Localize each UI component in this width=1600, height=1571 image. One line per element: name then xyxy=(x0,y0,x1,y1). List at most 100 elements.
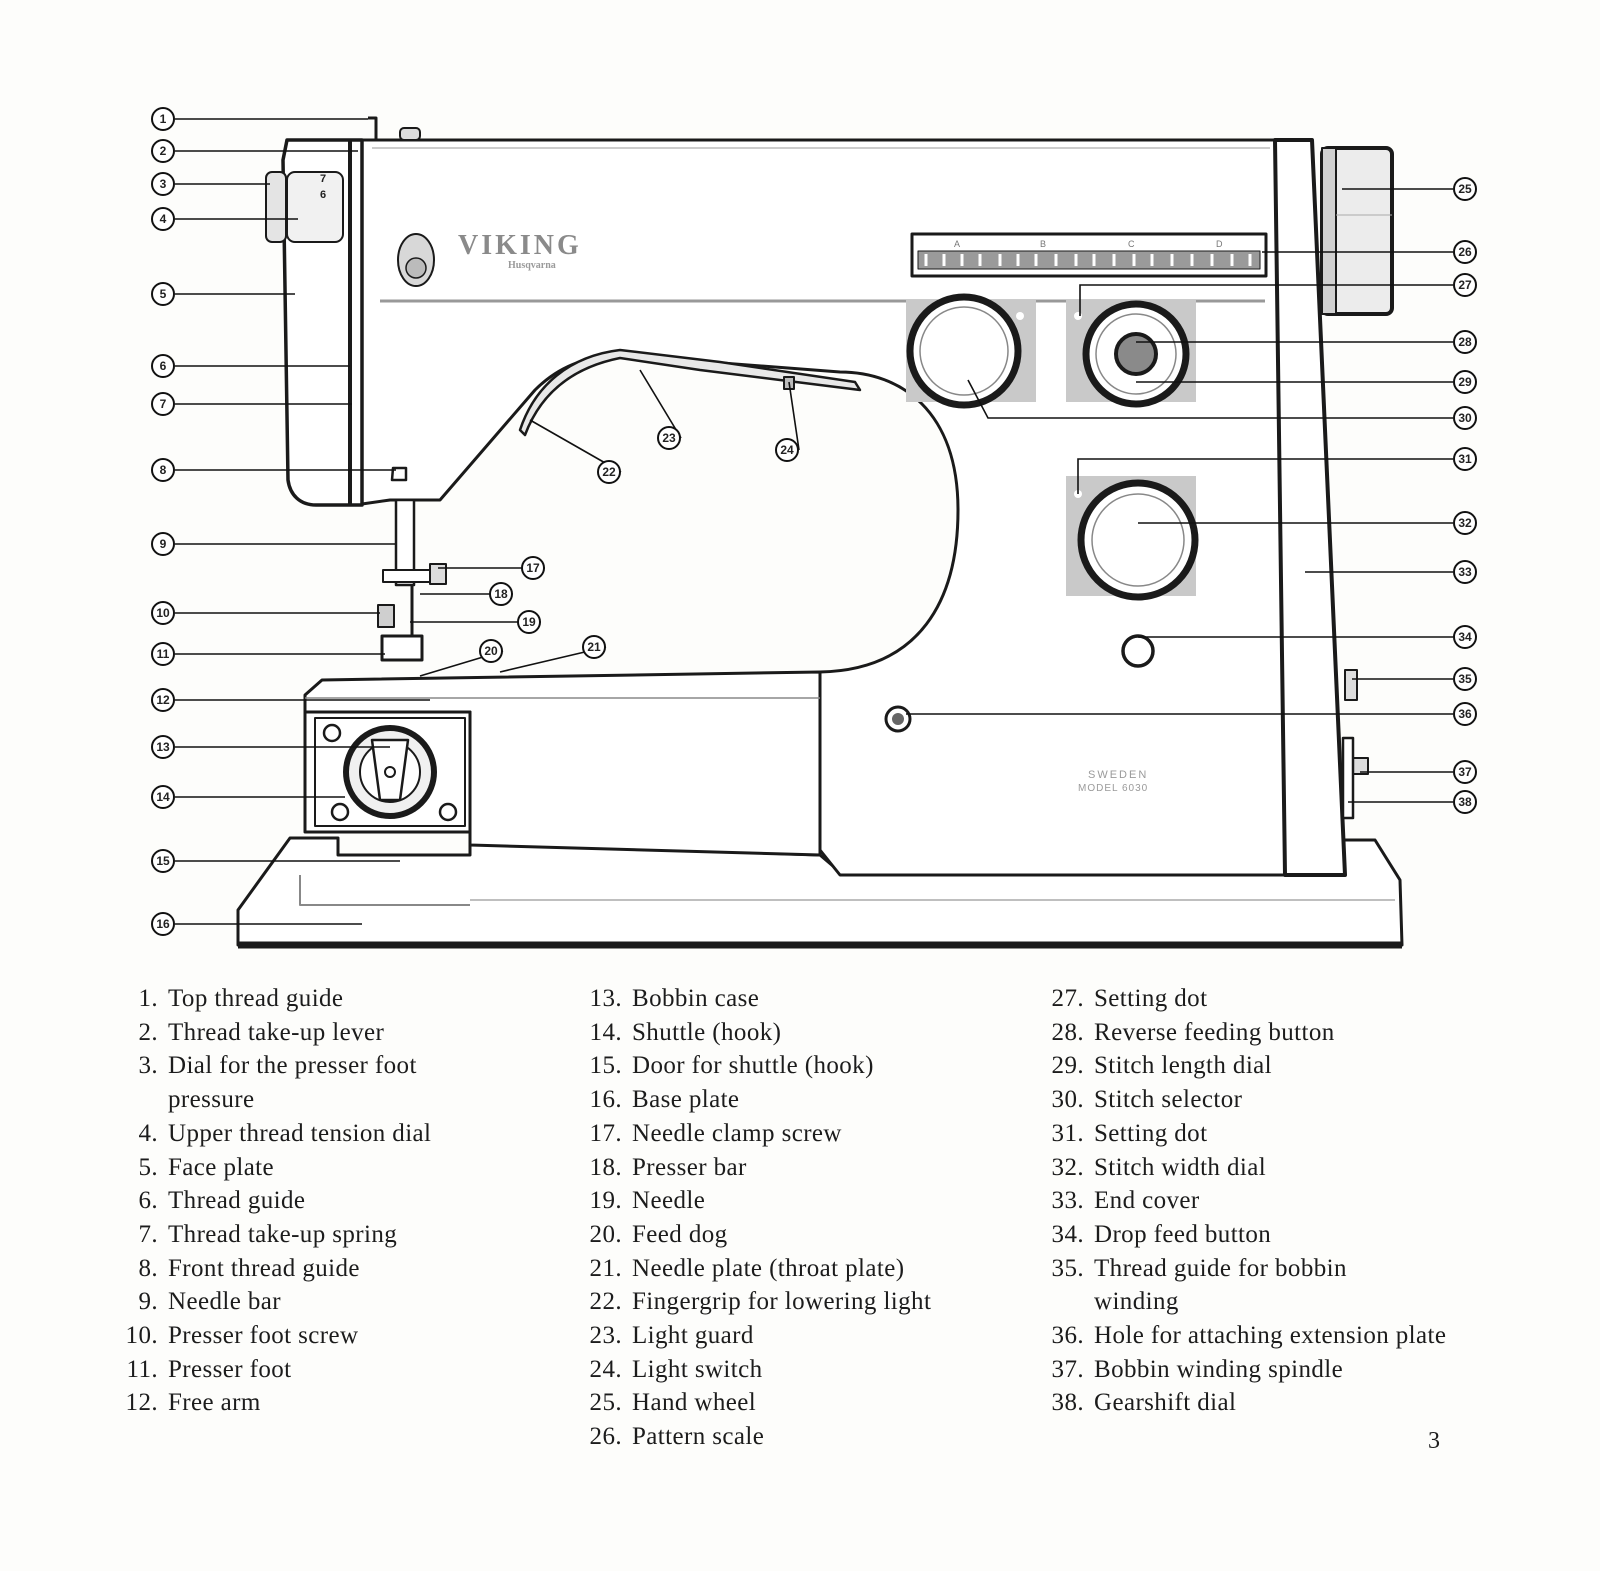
callout-number: 16 xyxy=(156,917,170,931)
legend-item: 36. Hole for attaching extension plate xyxy=(1032,1319,1502,1353)
callout-number: 13 xyxy=(156,740,170,754)
callout-circle xyxy=(582,635,606,659)
callout-23: 23 xyxy=(639,369,682,450)
legend-number: 18. xyxy=(589,1153,622,1181)
callout-24: 24 xyxy=(775,381,800,462)
legend-number: 30. xyxy=(1051,1086,1084,1114)
callout-4: 4 xyxy=(151,207,298,231)
legend-item: 19.Needle xyxy=(570,1184,990,1218)
callout-leader-line xyxy=(788,381,800,451)
callout-6: 6 xyxy=(151,354,350,378)
callout-27: 27 xyxy=(1079,273,1477,316)
legend-item: 8.Front thread guide xyxy=(106,1252,526,1286)
legend-label: Light guard xyxy=(632,1322,754,1350)
callout-number: 38 xyxy=(1458,795,1472,809)
callout-number: 34 xyxy=(1458,630,1472,644)
callout-number: 11 xyxy=(157,647,170,661)
sewing-machine-diagram: 7 6 xyxy=(151,107,1477,949)
plate-line-2: MODEL 6030 xyxy=(1078,783,1148,794)
legend-number: 35. xyxy=(1051,1254,1084,1282)
callout-18: 18 xyxy=(420,582,513,606)
callout-25: 25 xyxy=(1342,177,1477,201)
legend-item: 32.Stitch width dial xyxy=(1032,1151,1502,1185)
callout-number: 15 xyxy=(156,854,170,868)
legend-item: 3.Dial for the presser foot pressure xyxy=(106,1049,526,1116)
callout-number: 20 xyxy=(484,644,498,658)
pattern-letter-d: D xyxy=(1216,239,1223,249)
callout-number: 31 xyxy=(1458,452,1472,466)
legend-number: 36. xyxy=(1051,1322,1084,1350)
legend-number: 24. xyxy=(589,1355,622,1383)
legend-item: 30.Stitch selector xyxy=(1032,1083,1502,1117)
legend-number: 4. xyxy=(138,1119,158,1147)
legend-item: 5.Face plate xyxy=(106,1151,526,1185)
legend-item: 9. Needle bar xyxy=(106,1285,526,1319)
callout-number: 36 xyxy=(1458,707,1472,721)
callout-38: 38 xyxy=(1348,790,1477,814)
callout-circle xyxy=(1453,240,1477,264)
callout-number: 35 xyxy=(1458,672,1472,686)
legend-number: 9. xyxy=(138,1288,158,1316)
legend-number: 15. xyxy=(589,1052,622,1080)
callout-34: 34 xyxy=(1138,625,1477,649)
callout-circle xyxy=(151,849,175,873)
callout-13: 13 xyxy=(151,735,390,759)
legend-item: 23. Light guard xyxy=(570,1319,990,1353)
legend-item: 13.Bobbin case xyxy=(570,982,990,1016)
callout-number: 2 xyxy=(160,144,167,158)
callout-circle xyxy=(1453,702,1477,726)
legend-item: 24.Light switch xyxy=(570,1353,990,1387)
callout-29: 29 xyxy=(1136,370,1477,394)
presser-foot xyxy=(380,634,424,662)
legend-label: Hole for attaching extension plate xyxy=(1094,1322,1447,1350)
callout-circle xyxy=(151,642,175,666)
legend-label: Needle bar xyxy=(168,1288,281,1316)
presser-foot-screw xyxy=(377,604,395,628)
legend-label: Pattern scale xyxy=(632,1423,765,1451)
legend-item: 16.Base plate xyxy=(570,1083,990,1117)
legend-label: Presser bar xyxy=(632,1153,747,1181)
callout-12: 12 xyxy=(151,688,430,712)
callout-number: 3 xyxy=(160,177,167,191)
legend-item: 12.Free arm xyxy=(106,1386,526,1420)
legend-label: Thread take-up lever xyxy=(168,1018,385,1046)
legend-label: Bobbin winding spindle xyxy=(1094,1355,1344,1383)
legend-label: Reverse feeding button xyxy=(1094,1018,1335,1046)
callout-number: 18 xyxy=(494,587,508,601)
callout-leader-line xyxy=(1077,458,1453,494)
legend-item: 27.Setting dot xyxy=(1032,982,1502,1016)
callout-circle xyxy=(1453,790,1477,814)
callout-number: 17 xyxy=(526,561,540,575)
callout-circle xyxy=(151,601,175,625)
legend-number: 25. xyxy=(589,1389,622,1417)
callout-circle xyxy=(1453,560,1477,584)
legend-number: 21. xyxy=(589,1254,622,1282)
legend-item: 35.Thread guide for bobbin winding xyxy=(1032,1252,1502,1319)
legend-number: 23. xyxy=(589,1322,622,1350)
callout-number: 9 xyxy=(160,537,167,551)
callout-circle xyxy=(151,785,175,809)
legend-number: 2. xyxy=(138,1018,158,1046)
callout-number: 5 xyxy=(160,287,167,301)
callout-circle xyxy=(479,639,503,663)
callout-number: 30 xyxy=(1458,411,1472,425)
legend-label: Hand wheel xyxy=(632,1389,757,1417)
light-guard xyxy=(518,348,862,437)
callout-circle xyxy=(1453,273,1477,297)
callout-2: 2 xyxy=(151,139,358,163)
legend-number: 13. xyxy=(589,985,622,1012)
callout-15: 15 xyxy=(151,849,400,873)
legend-label: Upper thread tension dial xyxy=(168,1119,432,1147)
legend-item: 28.Reverse feeding button xyxy=(1032,1016,1502,1050)
legend-number: 32. xyxy=(1051,1153,1084,1181)
brand-name: VIKING xyxy=(458,230,582,261)
callout-number: 29 xyxy=(1458,375,1472,389)
legend-item: 25. Hand wheel xyxy=(570,1386,990,1420)
callout-circle xyxy=(151,354,175,378)
reverse-feeding-button xyxy=(1114,332,1158,376)
callout-circle xyxy=(1453,330,1477,354)
legend-item: 33.End cover xyxy=(1032,1184,1502,1218)
legend-item: 20.Feed dog xyxy=(570,1218,990,1252)
